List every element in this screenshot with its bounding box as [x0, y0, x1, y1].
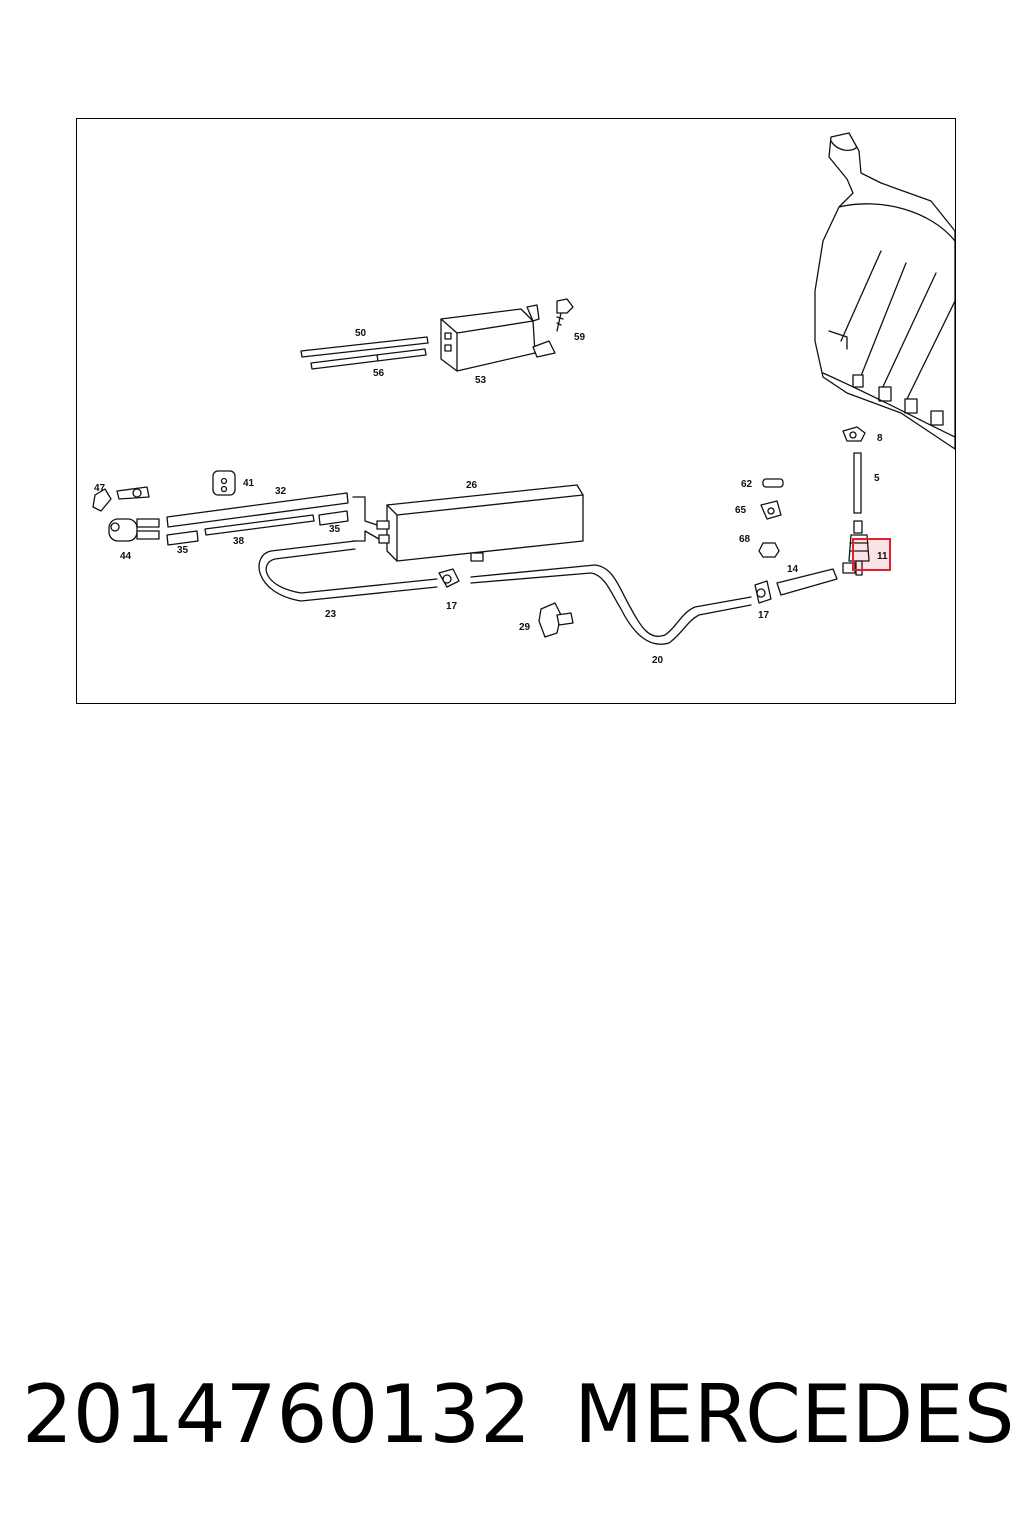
label-17b: 17: [758, 610, 770, 621]
label-62: 62: [741, 479, 753, 490]
screw-68: [758, 542, 780, 558]
canister-53: [440, 304, 556, 372]
label-32: 32: [275, 486, 287, 497]
label-53: 53: [475, 375, 487, 386]
parts-diagram: 50 56 53 59 8 5 11 62 65 68 14 17 17 47 …: [92, 132, 955, 666]
fitting-11: [842, 520, 891, 576]
label-26: 26: [466, 480, 478, 491]
canister-26: [352, 484, 584, 562]
label-59: 59: [574, 332, 586, 343]
label-50: 50: [355, 328, 367, 339]
label-47: 47: [94, 483, 106, 494]
label-20: 20: [652, 655, 664, 666]
label-17a: 17: [446, 601, 458, 612]
part-number: 2014760132: [22, 1368, 531, 1461]
tube-14: [776, 568, 838, 596]
fuel-tank: [814, 132, 955, 450]
label-35a: 35: [177, 545, 189, 556]
label-35b: 35: [329, 524, 341, 535]
pipe-5: [853, 452, 862, 514]
spacer-62: [762, 478, 784, 488]
pipe-20: [470, 564, 752, 645]
label-56: 56: [373, 368, 385, 379]
clip-8: [842, 426, 866, 442]
clamp-17b: [754, 580, 772, 604]
label-11: 11: [877, 551, 888, 562]
label-38: 38: [233, 536, 245, 547]
clip-65: [760, 500, 782, 520]
label-65: 65: [735, 505, 747, 516]
caption: 2014760132 MERCEDES: [0, 1368, 1024, 1478]
brand-name: MERCEDES: [574, 1368, 1015, 1461]
hose-23: [258, 540, 438, 602]
label-8: 8: [877, 433, 883, 444]
label-29: 29: [519, 622, 531, 633]
tubes-32-38: [166, 492, 349, 546]
label-44: 44: [120, 551, 132, 562]
diagram-frame: 50 56 53 59 8 5 11 62 65 68 14 17 17 47 …: [76, 118, 956, 704]
bracket-29: [538, 602, 574, 638]
grommet-41: [212, 470, 236, 496]
rods-50-56: [300, 336, 429, 370]
label-41: 41: [243, 478, 255, 489]
clamp-17a: [438, 568, 460, 588]
callout-labels: 50 56 53 59 8 5 11 62 65 68 14 17 17 47 …: [94, 328, 888, 666]
label-23: 23: [325, 609, 337, 620]
elbow-47: [92, 486, 150, 512]
label-14: 14: [787, 564, 799, 575]
label-5: 5: [874, 473, 880, 484]
valve-44: [108, 518, 160, 542]
bolt-59: [556, 298, 574, 332]
label-68: 68: [739, 534, 751, 545]
